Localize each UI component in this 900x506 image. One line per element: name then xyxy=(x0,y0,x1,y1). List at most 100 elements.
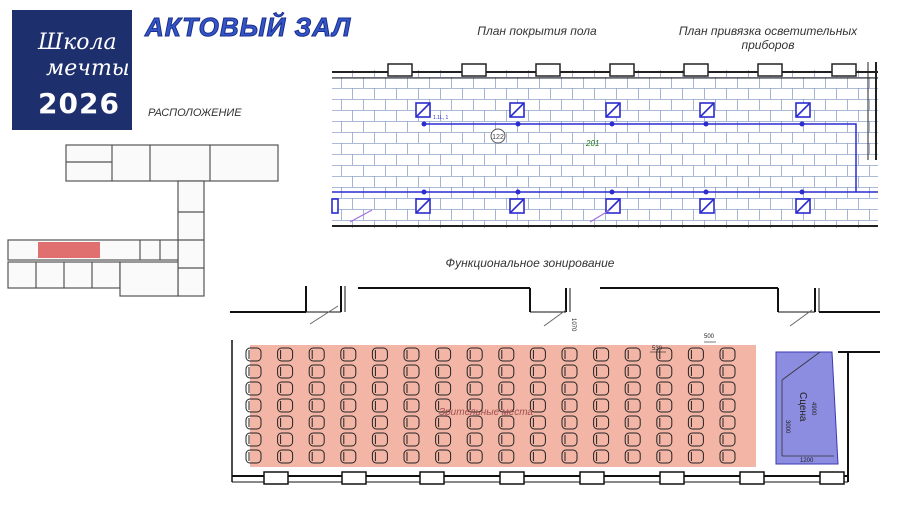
seat xyxy=(593,398,610,413)
seat xyxy=(529,449,546,464)
seat xyxy=(593,347,610,362)
seat xyxy=(371,432,388,447)
seats-group xyxy=(245,347,736,464)
school-logo: Школа мечты 2026 xyxy=(12,10,132,130)
seat xyxy=(277,415,294,430)
seat xyxy=(561,415,578,430)
dim-530: 530 xyxy=(652,346,663,352)
seat xyxy=(371,398,388,413)
seat xyxy=(371,364,388,379)
seat xyxy=(624,449,641,464)
seat xyxy=(593,415,610,430)
seat xyxy=(624,381,641,396)
seat xyxy=(719,381,736,396)
seat xyxy=(561,432,578,447)
seat xyxy=(498,449,515,464)
floor-lighting-plan xyxy=(331,62,878,228)
seat xyxy=(340,415,357,430)
caption-location: РАСПОЛОЖЕНИЕ xyxy=(148,107,242,119)
seat xyxy=(466,415,483,430)
seat xyxy=(245,381,262,396)
seat xyxy=(403,432,420,447)
page-title: АКТОВЫЙ ЗАЛ xyxy=(144,12,352,43)
seat xyxy=(245,398,262,413)
dim-4900: 4900 xyxy=(810,402,816,416)
seat xyxy=(593,432,610,447)
seat xyxy=(719,398,736,413)
seat xyxy=(593,449,610,464)
seat xyxy=(624,364,641,379)
seat xyxy=(498,432,515,447)
circle-tag: 122 xyxy=(492,134,504,141)
caption-zoning: Функциональное зонирование xyxy=(445,256,615,270)
dim-1200: 1200 xyxy=(800,458,814,464)
seat xyxy=(245,347,262,362)
seat xyxy=(340,432,357,447)
seat xyxy=(719,364,736,379)
seat xyxy=(435,449,452,464)
seat xyxy=(308,398,325,413)
seat xyxy=(371,415,388,430)
seat xyxy=(561,449,578,464)
seat xyxy=(529,398,546,413)
seat xyxy=(719,415,736,430)
seat xyxy=(687,398,704,413)
seat xyxy=(308,415,325,430)
seat xyxy=(435,398,452,413)
caption-lighting-plan: План привязка осветительных приборов xyxy=(678,24,858,52)
highlighted-assembly-hall xyxy=(38,242,100,258)
seat xyxy=(656,449,673,464)
seat xyxy=(245,449,262,464)
caption-floor-plan: План покрытия пола xyxy=(477,24,597,38)
seat xyxy=(529,364,546,379)
seat xyxy=(340,449,357,464)
seat xyxy=(466,364,483,379)
seat xyxy=(403,381,420,396)
seats-label: Зрительные места xyxy=(439,407,533,418)
seat xyxy=(498,398,515,413)
seat xyxy=(561,381,578,396)
seat xyxy=(277,398,294,413)
seat xyxy=(340,364,357,379)
seat xyxy=(308,432,325,447)
logo-line1: Школа xyxy=(38,30,117,55)
seat xyxy=(403,398,420,413)
seat xyxy=(687,381,704,396)
seat xyxy=(687,347,704,362)
seat xyxy=(403,364,420,379)
logo-line2: мечты xyxy=(46,56,130,81)
seat xyxy=(371,449,388,464)
seat xyxy=(308,364,325,379)
seat xyxy=(308,347,325,362)
fixture-tag: 1.1L, 1 xyxy=(433,115,449,121)
seat xyxy=(340,398,357,413)
seat xyxy=(371,381,388,396)
bottom-window-piers xyxy=(263,471,845,485)
seat xyxy=(245,432,262,447)
seat xyxy=(403,415,420,430)
seat xyxy=(466,449,483,464)
seat xyxy=(687,432,704,447)
seat xyxy=(277,381,294,396)
seat xyxy=(529,415,546,430)
seat xyxy=(656,398,673,413)
seat xyxy=(308,381,325,396)
seat xyxy=(624,398,641,413)
seat xyxy=(687,364,704,379)
seat xyxy=(498,364,515,379)
stage-outline xyxy=(781,351,834,457)
seat xyxy=(340,381,357,396)
seat xyxy=(498,381,515,396)
seat xyxy=(656,347,673,362)
seat xyxy=(245,364,262,379)
seat xyxy=(403,347,420,362)
stage-label: Сцена xyxy=(797,392,808,422)
dim-3000: 3000 xyxy=(784,420,790,434)
seat xyxy=(435,415,452,430)
seat xyxy=(308,449,325,464)
seat xyxy=(466,432,483,447)
seat xyxy=(687,415,704,430)
seat xyxy=(656,415,673,430)
seat xyxy=(403,449,420,464)
seat xyxy=(466,347,483,362)
